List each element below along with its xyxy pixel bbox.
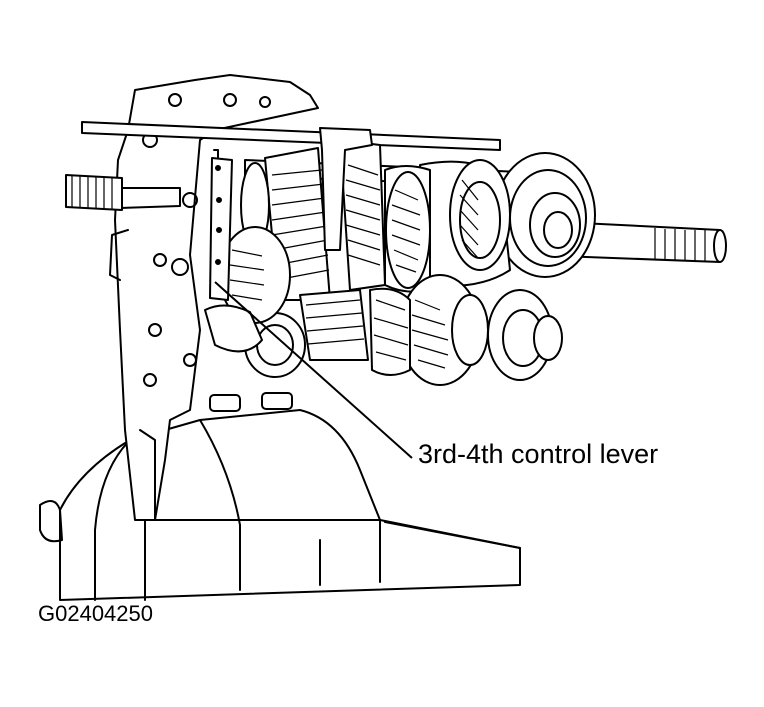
control-lever (204, 149, 263, 353)
callout-label: 3rd-4th control lever (418, 439, 659, 469)
transmission-case (109, 74, 319, 521)
vise-base (39, 409, 521, 601)
shift-fork (319, 127, 373, 251)
output-shaft (559, 221, 727, 263)
callout-leader-line (214, 281, 413, 459)
bearing (494, 152, 596, 278)
figure-code: G02404250 (38, 601, 153, 626)
